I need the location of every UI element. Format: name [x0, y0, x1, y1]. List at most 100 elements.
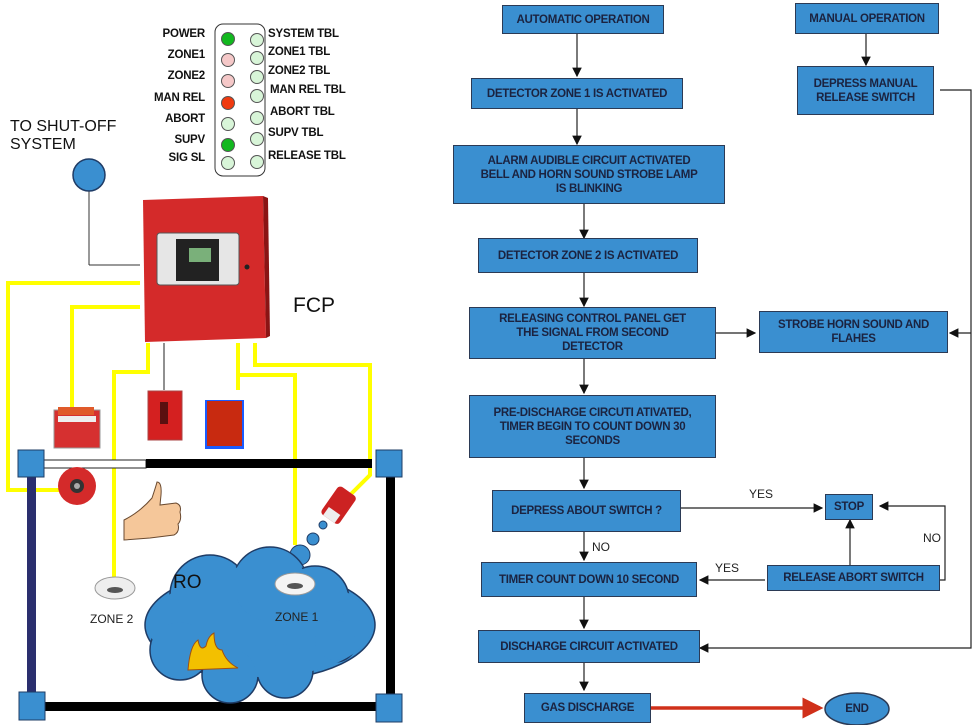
junction-box-icon [375, 693, 403, 723]
strobe-line: FLAHES [831, 333, 876, 345]
release-abort-box: RELEASE ABORT SWITCH [767, 565, 940, 591]
predischarge-line: PRE-DISCHARGE CIRCUTI ATIVATED, [493, 406, 692, 419]
alarm-line: BELL AND HORN SOUND STROBE LAMP [480, 168, 698, 181]
smoke-detector-zone-2-icon [94, 576, 136, 600]
annunciator-left-label: ABORT [165, 113, 205, 125]
zone1-label: ZONE 1 [275, 610, 319, 624]
pipe-top [146, 459, 372, 468]
pipe-left [27, 476, 36, 698]
led-indicator-icon [221, 117, 235, 131]
discharge-circuit-box: DISCHARGE CIRCUIT ACTIVATED [478, 630, 700, 663]
led-trouble-indicator-icon [250, 111, 264, 125]
releasing-line: THE SIGNAL FROM SECOND [516, 327, 669, 339]
room-label: RO [173, 572, 202, 593]
gas-discharge-text: GAS DISCHARGE [540, 702, 635, 714]
auto-operation-text: AUTOMATIC OPERATION [516, 13, 650, 26]
led-indicator-icon [221, 156, 235, 170]
detector-zone1-text: DETECTOR ZONE 1 IS ACTIVATED [486, 87, 668, 100]
alarm-line: ALARM AUDIBLE CIRCUIT ACTIVATED [487, 154, 691, 167]
led-trouble-indicator-icon [250, 155, 264, 169]
junction-box-icon [375, 449, 403, 478]
predischarge-line: TIMER BEGIN TO COUNT DOWN 30 [499, 420, 686, 433]
gas-discharge-box: GAS DISCHARGE [524, 693, 651, 723]
zone2-label: ZONE 2 [90, 612, 134, 626]
detector-zone2-text: DETECTOR ZONE 2 IS ACTIVATED [497, 249, 679, 262]
manual-release-box: DEPRESS MANUAL RELEASE SWITCH [797, 66, 934, 115]
pipe-bottom [44, 702, 376, 711]
fire-flame-icon [187, 632, 239, 671]
releasing-line: RELEASING CONTROL PANEL GET [499, 313, 686, 325]
pipe-top-thin [39, 459, 147, 469]
led-trouble-indicator-icon [250, 33, 264, 47]
end-node: END [825, 693, 889, 725]
auto-operation-box: AUTOMATIC OPERATION [502, 5, 664, 34]
discharge-circuit-text: DISCHARGE CIRCUIT ACTIVATED [500, 640, 678, 653]
annunciator-left-label: MAN REL [154, 92, 205, 104]
led-trouble-indicator-icon [250, 51, 264, 65]
release-abort-text: RELEASE ABORT SWITCH [783, 572, 924, 584]
annunciator-left-label: SIG SL [168, 152, 205, 164]
annunciator-left-label: ZONE1 [167, 49, 206, 61]
end-node-shape [824, 692, 890, 725]
stop-text: STOP [834, 501, 864, 513]
edge-label-yes-abort: YES [749, 487, 774, 501]
junction-box-icon [17, 449, 45, 478]
end-text: END [845, 703, 869, 715]
strobe-line: STROBE HORN SOUND AND [777, 319, 930, 331]
edge-label-no-release: NO [923, 531, 941, 545]
annunciator-right-label: SUPV TBL [268, 127, 324, 139]
abort-question-box: DEPRESS ABOUT SWITCH ? [492, 490, 681, 532]
led-indicator-icon [221, 96, 235, 110]
led-trouble-indicator-icon [250, 70, 264, 84]
annunciator-right-label: ZONE1 TBL [268, 46, 331, 58]
junction-box-icon [18, 691, 46, 721]
edge-label-yes-release: YES [715, 561, 740, 575]
smoke-detector-zone-1-icon [274, 572, 316, 596]
led-indicator-icon [221, 53, 235, 67]
fire-control-panel-icon [143, 196, 270, 342]
fcp-label: FCP [293, 294, 335, 317]
gas-nozzle-icon [289, 486, 356, 566]
shutoff-label-line2: SYSTEM [10, 136, 76, 153]
annunciator-left-label: SUPV [174, 134, 205, 146]
detector-zone1-box: DETECTOR ZONE 1 IS ACTIVATED [471, 78, 683, 109]
shutoff-label-line1: TO SHUT-OFF [10, 118, 117, 135]
strobe-horn-box: STROBE HORN SOUND AND FLAHES [759, 311, 948, 353]
predischarge-box: PRE-DISCHARGE CIRCUTI ATIVATED, TIMER BE… [469, 395, 716, 458]
flow-connectors [572, 33, 972, 692]
releasing-line: DETECTOR [562, 341, 623, 353]
alarm-line: IS BLINKING [555, 182, 623, 195]
thumbs-up-icon [123, 481, 182, 541]
shutoff-circle-icon [72, 158, 106, 192]
annunciator-left-label: ZONE2 [167, 70, 206, 82]
abort-station-icon [205, 400, 244, 449]
releasing-panel-box: RELEASING CONTROL PANEL GET THE SIGNAL F… [469, 307, 716, 359]
pipe-right [386, 476, 395, 698]
led-trouble-indicator-icon [250, 132, 264, 146]
led-indicator-icon [221, 138, 235, 152]
manual-operation-text: MANUAL OPERATION [809, 12, 925, 25]
strobe-horn-icon [53, 407, 101, 449]
annunciator-right-label: MAN REL TBL [270, 84, 346, 96]
detector-zone2-box: DETECTOR ZONE 2 IS ACTIVATED [478, 238, 698, 273]
led-indicator-icon [221, 74, 235, 88]
led-indicator-icon [221, 32, 235, 46]
annunciator-right-label: ABORT TBL [270, 106, 335, 118]
predischarge-line: SECONDS [565, 434, 620, 447]
manual-operation-box: MANUAL OPERATION [795, 3, 939, 34]
led-trouble-indicator-icon [250, 89, 264, 103]
manual-release-station-icon [147, 390, 183, 441]
alarm-circuit-box: ALARM AUDIBLE CIRCUIT ACTIVATED BELL AND… [453, 145, 725, 204]
manual-release-line: DEPRESS MANUAL [813, 77, 918, 90]
alarm-bell-icon [58, 467, 96, 505]
edge-label-no-abort: NO [592, 540, 610, 554]
annunciator-right-label: ZONE2 TBL [268, 65, 331, 77]
manual-release-line: RELEASE SWITCH [816, 91, 915, 104]
annunciator-right-label: RELEASE TBL [268, 150, 346, 162]
abort-question-text: DEPRESS ABOUT SWITCH ? [511, 505, 662, 517]
timer-10-text: TIMER COUNT DOWN 10 SECOND [498, 573, 680, 586]
annunciator-left-label: POWER [162, 28, 206, 40]
annunciator-right-label: SYSTEM TBL [268, 28, 339, 40]
stop-box: STOP [825, 494, 873, 520]
